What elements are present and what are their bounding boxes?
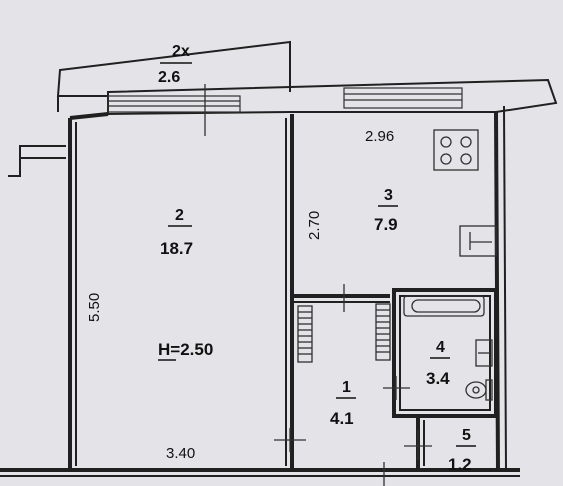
left-wall-stub [8,145,66,177]
exterior-wall-bottom [0,462,520,486]
room-2-length-dim: 5.50 [86,293,103,322]
kitchen-width-dim: 2.96 [365,128,394,145]
balcony [56,40,291,112]
closet-right [375,303,391,361]
room-2-area: 18.7 [160,239,193,258]
hall-marks [274,428,306,452]
kitchen-bottom-wall [292,284,390,312]
window-living-room [107,95,241,113]
room-2-walls [68,112,109,470]
balcony-label: 2x [172,43,190,60]
sink [475,339,493,367]
window-kitchen [343,87,463,109]
room-1-number: 1 [342,379,351,396]
toilet [465,379,493,401]
room-3-number: 3 [384,187,393,204]
room-3-area: 7.9 [374,215,398,234]
room-1-area: 4.1 [330,409,354,428]
stove [433,129,479,171]
room-2-height: H=2.50 [158,340,213,359]
room-4-number: 4 [436,339,445,356]
room-4-area: 3.4 [426,369,450,388]
room-5-number: 5 [462,427,471,444]
closet-left [297,305,313,363]
toilet-room [404,416,432,470]
partition-room2 [285,114,294,470]
balcony-area: 2.6 [158,69,180,86]
room-5-area: 1.2 [448,455,472,474]
room-2-number: 2 [175,207,184,224]
bathroom [383,288,498,418]
bathtub [403,295,485,317]
kitchen-length-dim: 2.70 [306,211,323,240]
room-2-width-dim: 3.40 [166,445,195,462]
kitchen-sink [459,225,497,257]
exterior-wall-top [107,78,558,136]
